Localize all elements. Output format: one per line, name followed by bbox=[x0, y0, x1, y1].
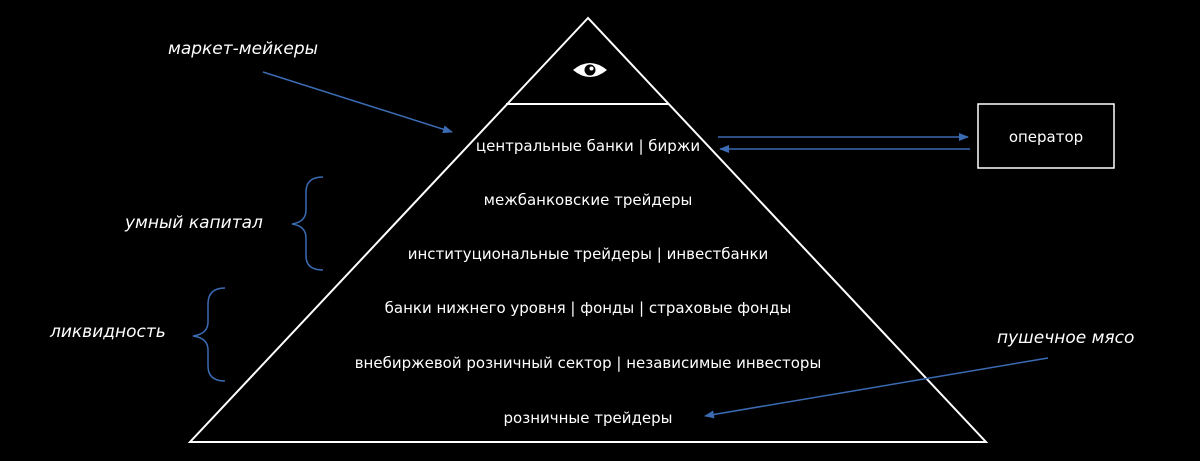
brace-liquidity bbox=[192, 287, 226, 382]
operator-label: оператор bbox=[1009, 128, 1083, 146]
annotation-market-makers: маркет-мейкеры bbox=[168, 39, 318, 59]
annotation-cannon-fodder: пушечное мясо bbox=[997, 328, 1134, 348]
level-lower-banks: банки нижнего уровня | фонды | страховые… bbox=[385, 299, 792, 317]
pyramid-outline bbox=[187, 16, 989, 443]
level-retail-traders: розничные трейдеры bbox=[504, 409, 673, 427]
level-interbank-traders: межбанковские трейдеры bbox=[484, 191, 693, 209]
brace-smart-money bbox=[291, 176, 324, 271]
level-otc-retail: внебиржевой розничный сектор | независим… bbox=[355, 354, 822, 372]
operator-box bbox=[977, 103, 1115, 169]
arrow-cannon-fodder bbox=[704, 357, 1049, 419]
annotation-liquidity: ликвидность bbox=[49, 322, 166, 342]
level-institutional-traders: институциональные трейдеры | инвестбанки bbox=[408, 245, 769, 263]
eye-icon bbox=[573, 63, 607, 77]
level-central-banks: центральные банки | биржи bbox=[476, 137, 700, 155]
annotation-smart-money: умный капитал bbox=[124, 213, 263, 233]
arrow-market-makers bbox=[262, 71, 453, 134]
